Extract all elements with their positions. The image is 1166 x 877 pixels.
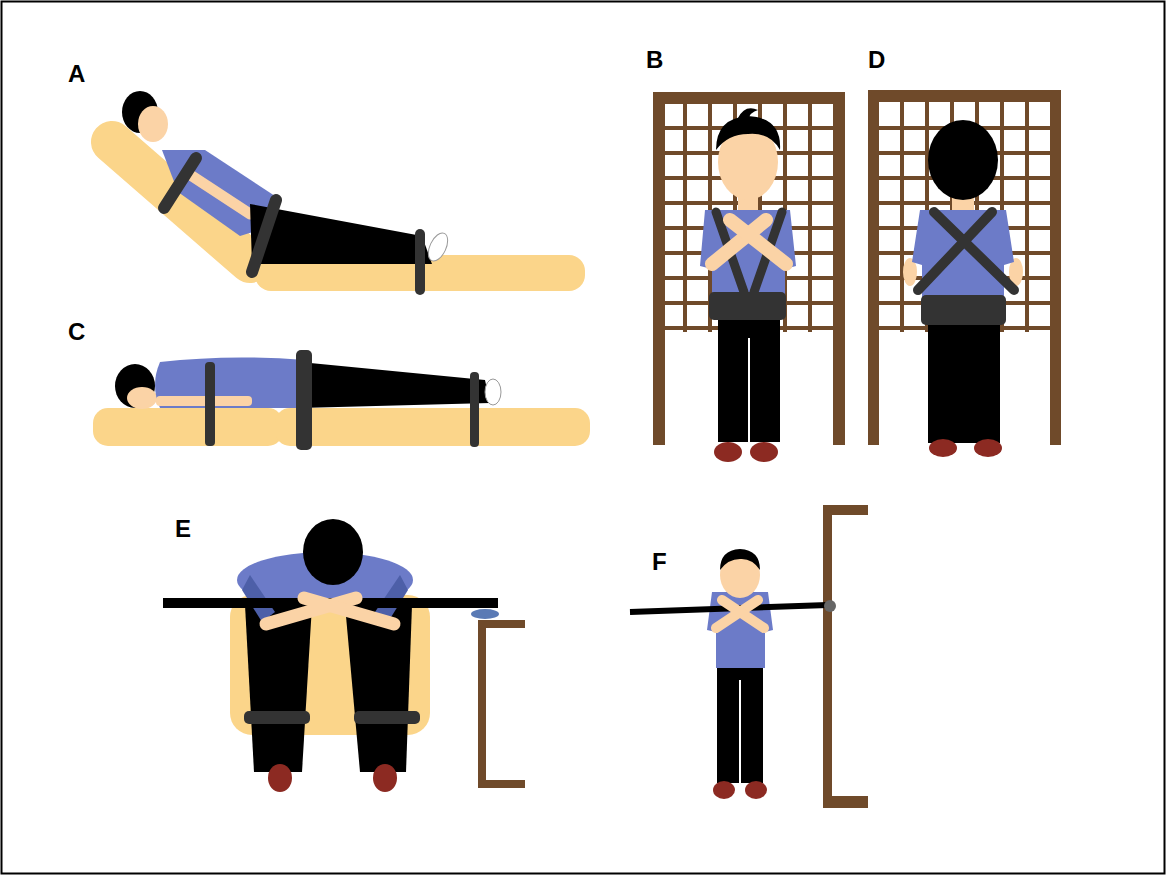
shirt xyxy=(912,210,1014,300)
hair xyxy=(716,116,780,150)
pants xyxy=(718,320,780,442)
shoe xyxy=(974,439,1002,457)
chest-strap xyxy=(164,158,196,208)
bar-mount xyxy=(824,600,836,612)
panel-label: E xyxy=(175,517,191,541)
bed-head xyxy=(93,408,283,446)
cross-strap xyxy=(934,212,1014,290)
stand-arm xyxy=(823,505,868,515)
panel-a-reclined xyxy=(112,91,585,291)
trellis-grid xyxy=(878,102,1050,332)
face xyxy=(138,106,168,142)
face xyxy=(127,387,157,409)
trellis-post xyxy=(833,92,845,445)
bed-body xyxy=(275,408,590,446)
stand-post xyxy=(478,620,486,788)
panel-label: D xyxy=(868,48,885,72)
leg-gap xyxy=(739,680,741,783)
panel-f-standing-bar xyxy=(630,505,868,808)
hair xyxy=(720,549,760,570)
leg xyxy=(245,605,312,772)
legs xyxy=(300,362,490,408)
arm xyxy=(730,220,786,264)
panel-label: F xyxy=(652,550,667,574)
shirt xyxy=(155,357,310,408)
ankle-strap xyxy=(415,234,425,290)
shoe xyxy=(750,442,778,462)
waist-strap xyxy=(296,350,312,450)
leg xyxy=(345,605,412,772)
trellis-top-bar xyxy=(653,92,845,104)
panel-label: C xyxy=(68,320,85,344)
arm xyxy=(192,176,250,214)
bar-mount xyxy=(471,609,499,619)
stand-foot xyxy=(478,780,525,788)
cross-strap xyxy=(918,212,992,290)
panel-label: B xyxy=(646,48,663,72)
shoe xyxy=(268,764,292,792)
trellis-post xyxy=(653,92,665,445)
shoe xyxy=(929,439,957,457)
panel-c-prone xyxy=(93,350,590,450)
trellis-post xyxy=(1050,90,1061,445)
knee-strap xyxy=(244,711,310,724)
shoe xyxy=(745,781,767,799)
shirt xyxy=(700,210,796,300)
leg-gap xyxy=(748,338,750,442)
shoe xyxy=(485,379,501,405)
grid-line xyxy=(900,102,904,332)
waist-strap xyxy=(252,200,276,272)
panel-label: A xyxy=(68,62,85,86)
waist-belt xyxy=(709,292,786,320)
pants xyxy=(717,668,763,783)
panel-e-seated-bar xyxy=(163,519,525,792)
arm xyxy=(722,600,764,628)
shoe xyxy=(373,764,397,792)
arm xyxy=(304,598,394,624)
shirt xyxy=(707,592,773,668)
stand-foot xyxy=(823,796,868,808)
hair-tuft xyxy=(738,108,758,120)
ankle-strap xyxy=(470,372,479,447)
trellis-top-bar xyxy=(868,90,1061,102)
head-back xyxy=(928,120,998,200)
back-strap xyxy=(205,362,215,446)
panel-d-trellis-back xyxy=(868,90,1061,457)
stand-post xyxy=(823,505,832,808)
shoe xyxy=(713,781,735,799)
pants xyxy=(928,325,1000,443)
grid-line xyxy=(808,104,812,332)
stand-arm xyxy=(478,620,525,628)
panel-b-trellis-front xyxy=(653,92,845,462)
grid-line xyxy=(1025,102,1029,332)
knee-strap xyxy=(354,711,420,724)
shoe xyxy=(714,442,742,462)
grid-line xyxy=(683,104,687,332)
trellis-grid xyxy=(665,104,833,332)
head xyxy=(303,519,363,585)
waist-belt xyxy=(921,295,1006,325)
shoe xyxy=(424,230,451,264)
trellis-post xyxy=(868,90,879,445)
arm xyxy=(156,396,252,406)
